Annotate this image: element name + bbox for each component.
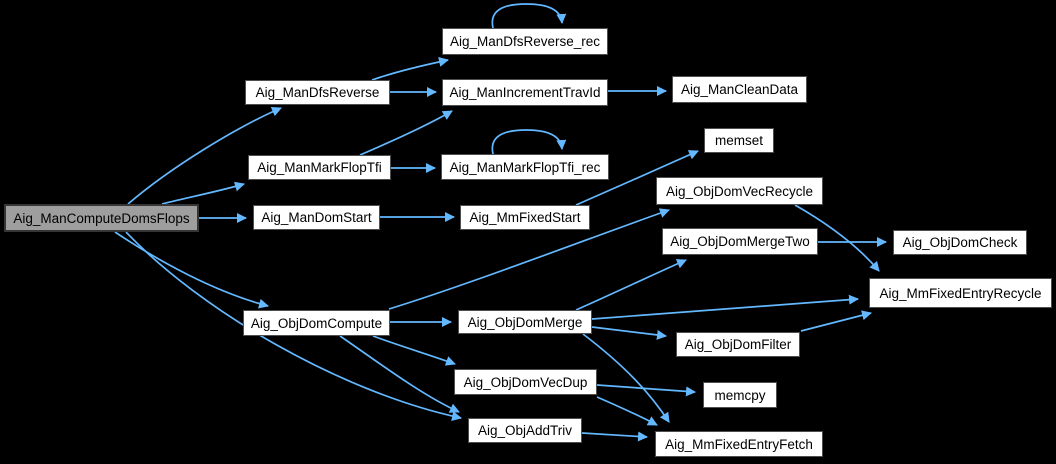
node-recycle[interactable]: Aig_MmFixedEntryRecycle [869,278,1052,308]
edge-markflopfti_rec-markflopfti_rec-selfloop [491,129,567,155]
edge-dfsreverse_rec-dfsreverse_rec-selfloop [491,3,567,29]
edge-objdomcompute-vecrecycle [388,208,670,310]
node-markflopfti[interactable]: Aig_ManMarkFlopTfi [248,155,391,180]
node-domstart[interactable]: Aig_ManDomStart [253,205,380,230]
edge-vecdup-memcpy [596,384,696,397]
edge-objdommerge-recycle [591,294,859,320]
edge-root-markflopfti [161,181,245,205]
edge-root-addtriv [125,231,462,421]
node-markflopfti_rec[interactable]: Aig_ManMarkFlopTfi_rec [441,154,609,180]
edge-objdommerge-filter [591,326,667,340]
node-filter[interactable]: Aig_ObjDomFilter [676,332,800,357]
edge-group [114,3,887,442]
edge-filter-recycle [800,310,872,332]
node-vecdup[interactable]: Aig_ObjDomVecDup [454,369,597,395]
node-dfsreverse[interactable]: Aig_ManDfsReverse [245,80,390,105]
node-objdommerge[interactable]: Aig_ObjDomMerge [458,310,592,334]
node-memcpy[interactable]: memcpy [703,382,777,408]
node-fetch[interactable]: Aig_MmFixedEntryFetch [655,431,823,457]
node-mergetwo[interactable]: Aig_ObjDomMergeTwo [662,228,818,255]
edge-objdomcompute-vecdup [372,335,456,366]
edge-vecrecycle-recycle [794,204,880,272]
edge-objdommerge-fetch [582,333,670,423]
node-dfsreverse_rec[interactable]: Aig_ManDfsReverse_rec [442,28,608,55]
edge-addtriv-fetch [581,431,648,442]
node-memset[interactable]: memset [704,128,774,153]
node-cleandata[interactable]: Aig_ManCleanData [672,76,807,103]
edge-vecdup-fetch [596,396,658,426]
edge-mmfixedstart-memset [575,150,699,206]
edge-dfsreverse-dfsreverse_rec [371,57,449,81]
node-objdomcompute[interactable]: Aig_ObjDomCompute [243,310,390,336]
node-root[interactable]: Aig_ManComputeDomsFlops [4,204,199,232]
node-mmfixedstart[interactable]: Aig_MmFixedStart [460,205,590,230]
edge-objdomcompute-addtriv [339,335,460,413]
edge-markflopfti-incrementtravid [359,110,453,156]
node-vecrecycle[interactable]: Aig_ObjDomVecRecycle [656,177,823,205]
node-incrementtravid[interactable]: Aig_ManIncrementTravId [442,79,608,106]
edge-root-dfsreverse [127,107,282,205]
edge-root-objdomcompute [114,231,269,309]
edge-objdommerge-mergetwo [575,259,687,311]
node-check[interactable]: Aig_ObjDomCheck [893,230,1027,255]
node-addtriv[interactable]: Aig_ObjAddTriv [468,418,582,443]
